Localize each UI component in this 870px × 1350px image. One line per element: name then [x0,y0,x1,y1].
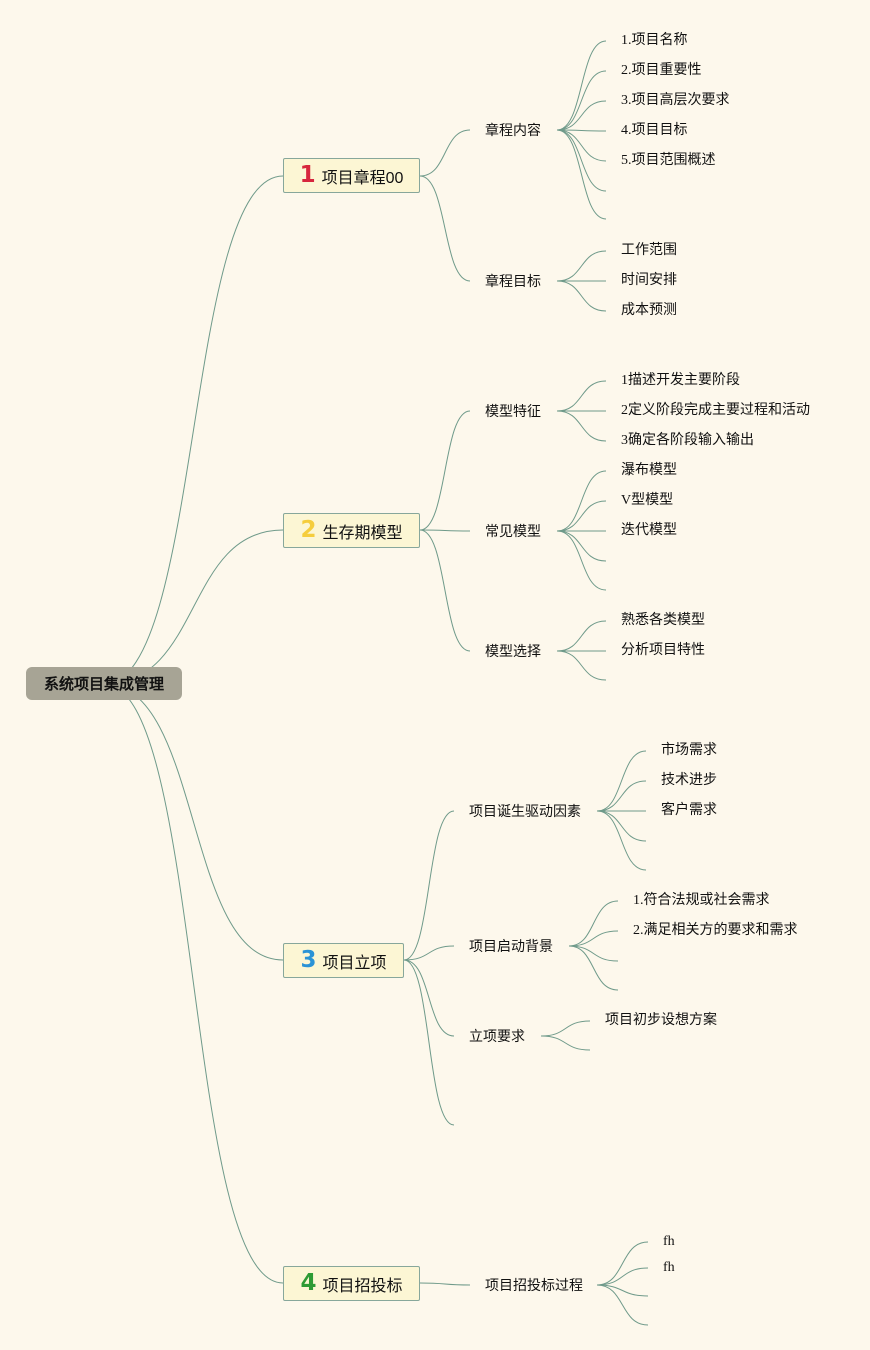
leaf-item[interactable]: 成本预测 [621,303,677,318]
leaf-link [540,1020,591,1037]
topic-model-features[interactable]: 模型特征 [485,403,541,419]
leaf-link [568,930,619,947]
branch-link [419,529,471,532]
leaf-link [596,1284,649,1297]
branch-label: 项目立项 [322,954,387,972]
branch-node-lifecycle-model[interactable]: 2 生存期模型 [283,513,420,548]
leaf-link [596,1241,649,1286]
leaf-item[interactable]: fh [663,1260,675,1275]
branch-node-project-initiation[interactable]: 3 项目立项 [283,943,404,978]
number-one-badge: 1 [299,162,316,188]
topic-initiation-requirements[interactable]: 立项要求 [469,1028,525,1044]
leaf-item[interactable]: 分析项目特性 [621,643,705,658]
leaf-link [596,1267,649,1286]
leaf-item[interactable]: 4.项目目标 [621,123,688,138]
leaf-link [556,129,607,192]
leaf-item[interactable]: 3.项目高层次要求 [621,93,730,108]
topic-project-drivers[interactable]: 项目诞生驱动因素 [469,803,581,819]
branch-link [403,959,455,1126]
leaf-link [568,945,619,991]
leaf-link [556,129,607,162]
leaf-item[interactable]: 客户需求 [661,803,717,818]
leaf-link [556,40,607,131]
leaf-link [596,780,647,812]
leaf-link [556,530,607,562]
leaf-link [556,410,607,442]
branch-node-bidding[interactable]: 4 项目招投标 [283,1266,420,1301]
leaf-link [568,945,619,962]
leaf-link [556,650,607,681]
leaf-link [596,810,647,842]
number-two-badge: 2 [300,517,317,543]
leaf-link [556,530,607,591]
topic-charter-goal[interactable]: 章程目标 [485,273,541,289]
root-link [103,175,284,685]
branch-link [403,959,455,1037]
leaf-link [556,280,607,312]
leaf-link [556,70,607,131]
leaf-item[interactable]: 2.项目重要性 [621,63,702,78]
branch-link [403,945,455,961]
branch-label: 项目招投标 [322,1277,403,1295]
branch-link [403,810,455,961]
leaf-link [596,750,647,812]
leaf-link [556,129,607,220]
topic-bidding-process[interactable]: 项目招投标过程 [485,1277,583,1293]
topic-startup-background[interactable]: 项目启动背景 [469,938,553,954]
leaf-item[interactable]: 1描述开发主要阶段 [621,373,740,388]
leaf-item[interactable]: V型模型 [621,493,674,508]
leaf-link [596,810,647,871]
leaf-item[interactable]: 3确定各阶段输入输出 [621,433,754,448]
leaf-item[interactable]: fh [663,1234,675,1249]
leaf-link [556,620,607,652]
leaf-link [556,470,607,532]
topic-charter-content[interactable]: 章程内容 [485,122,541,138]
leaf-item[interactable]: 2定义阶段完成主要过程和活动 [621,403,810,418]
topic-common-models[interactable]: 常见模型 [485,523,541,539]
leaf-item[interactable]: 5.项目范围概述 [621,153,716,168]
leaf-link [568,900,619,947]
number-three-badge: 3 [300,947,317,973]
leaf-item[interactable]: 工作范围 [621,243,677,258]
leaf-item[interactable]: 1.项目名称 [621,33,688,48]
root-link [103,529,284,685]
leaf-item[interactable]: 1.符合法规或社会需求 [633,893,770,908]
branch-label: 生存期模型 [322,524,403,542]
leaf-item[interactable]: 技术进步 [661,773,717,788]
branch-link [419,529,471,652]
branch-link [419,1282,471,1286]
root-node[interactable]: 系统项目集成管理 [26,667,182,700]
leaf-link [556,380,607,412]
number-four-badge: 4 [300,1270,317,1296]
leaf-item[interactable]: 熟悉各类模型 [621,613,705,628]
leaf-link [596,1284,649,1326]
leaf-item[interactable]: 市场需求 [661,743,717,758]
branch-link [419,410,471,531]
leaf-link [540,1035,591,1051]
leaf-link [556,500,607,532]
topic-model-selection[interactable]: 模型选择 [485,643,541,659]
leaf-item[interactable]: 时间安排 [621,273,677,288]
leaf-item[interactable]: 瀑布模型 [621,463,677,478]
leaf-link [556,100,607,131]
leaf-item[interactable]: 项目初步设想方案 [605,1013,717,1028]
root-link [103,683,284,1284]
branch-label: 项目章程00 [321,169,404,187]
branch-node-project-charter[interactable]: 1 项目章程00 [283,158,420,193]
branch-link [419,175,471,282]
leaf-item[interactable]: 2.满足相关方的要求和需求 [633,923,798,938]
root-link [103,683,284,961]
leaf-item[interactable]: 迭代模型 [621,523,677,538]
leaf-link [556,129,607,132]
branch-link [419,129,471,177]
leaf-link [556,250,607,282]
